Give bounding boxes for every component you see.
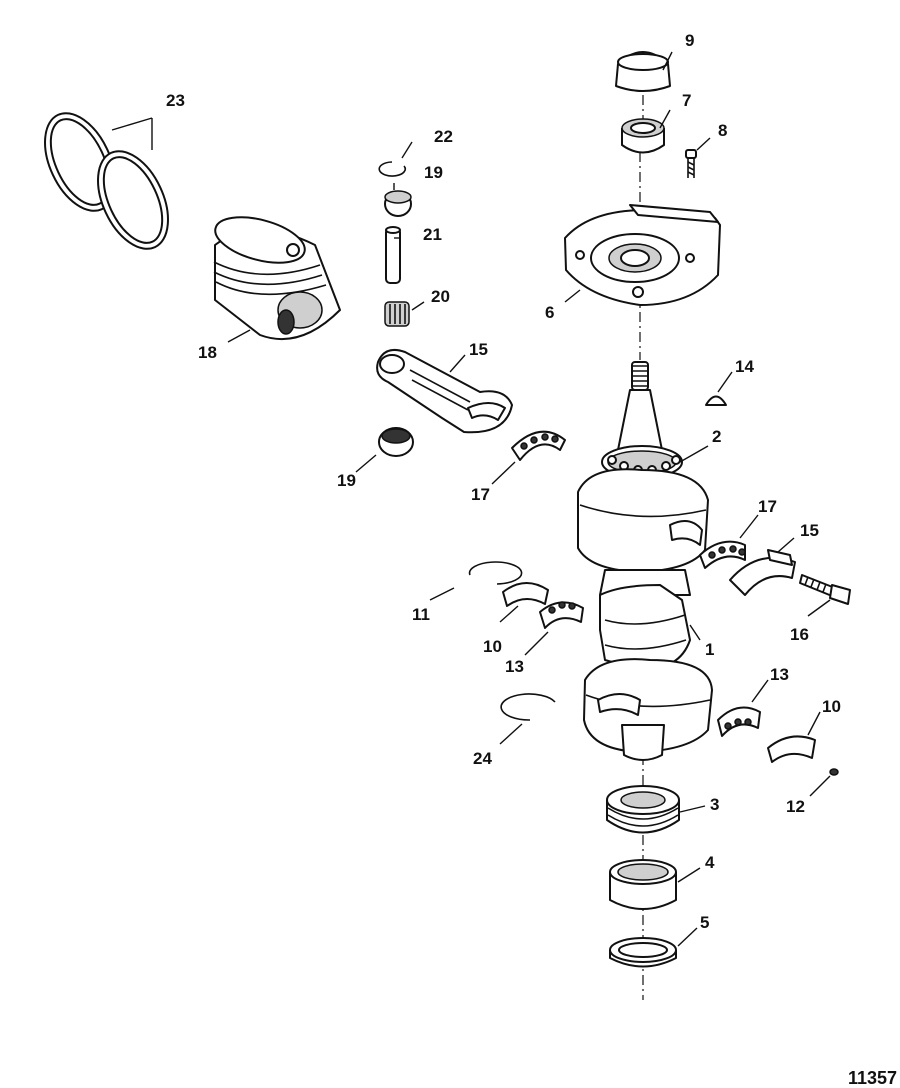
callout-17-right: 17 (758, 497, 777, 516)
callout-9: 9 (685, 31, 694, 50)
callout-16: 16 (790, 625, 809, 644)
needle-bearing-pin (384, 301, 410, 327)
callout-21: 21 (423, 225, 442, 244)
callout-15-cap: 15 (800, 521, 819, 540)
bearing-retaining-ring (468, 561, 523, 585)
piston-pin (385, 226, 401, 284)
lower-seal-housing (606, 785, 680, 834)
end-cap-screw (685, 149, 697, 178)
lower-retaining-ring (500, 693, 556, 721)
seal-cap (615, 51, 671, 92)
callout-22: 22 (434, 127, 453, 146)
callout-24: 24 (473, 749, 492, 768)
callout-13-right: 13 (770, 665, 789, 684)
crankshaft (577, 361, 713, 761)
callout-23: 23 (166, 91, 185, 110)
callout-11: 11 (412, 605, 430, 624)
callout-19-bottom: 19 (337, 471, 356, 490)
upper-end-cap (564, 204, 721, 306)
figure-number: 11357 (848, 1068, 897, 1088)
pin-retainer-ring (378, 161, 407, 177)
callout-8: 8 (718, 121, 727, 140)
lower-oil-seal (609, 937, 677, 968)
upper-oil-seal (621, 118, 665, 154)
woodruff-key (705, 395, 727, 406)
callout-numbers: 23 22 19 21 20 18 15 19 17 9 7 8 6 14 2 … (166, 31, 841, 932)
rod-bearing-cage-upper (511, 430, 566, 461)
dowel-pin (829, 768, 839, 776)
rod-cap (729, 549, 796, 596)
callout-4: 4 (705, 853, 715, 872)
callout-10-left: 10 (483, 637, 502, 656)
callout-6: 6 (545, 303, 554, 322)
callout-3: 3 (710, 795, 719, 814)
rod-bolt (799, 574, 851, 605)
callout-19-top: 19 (424, 163, 443, 182)
callout-12: 12 (786, 797, 805, 816)
callout-15-rod: 15 (469, 340, 488, 359)
callout-5: 5 (700, 913, 709, 932)
callout-17-upper: 17 (471, 485, 490, 504)
callout-7: 7 (682, 91, 691, 110)
leader-lines (111, 51, 831, 947)
thrust-washer-bottom (378, 427, 414, 457)
callout-18: 18 (198, 343, 217, 362)
bearing-race-right (767, 735, 816, 763)
lower-roller-bearing (609, 859, 677, 910)
piston (213, 216, 341, 341)
piston-rings (44, 112, 169, 250)
center-bearing-cage-right (717, 706, 761, 737)
callout-14: 14 (735, 357, 754, 376)
connecting-rod (376, 349, 513, 434)
callout-13-left: 13 (505, 657, 524, 676)
callout-10-right: 10 (822, 697, 841, 716)
callout-2: 2 (712, 427, 721, 446)
callout-20: 20 (431, 287, 450, 306)
callout-1: 1 (705, 640, 714, 659)
thrust-washer-top (384, 190, 412, 217)
rod-bearing-cage-right (699, 540, 746, 569)
bearing-race-left (502, 582, 549, 607)
center-bearing-cage-left (539, 601, 584, 629)
